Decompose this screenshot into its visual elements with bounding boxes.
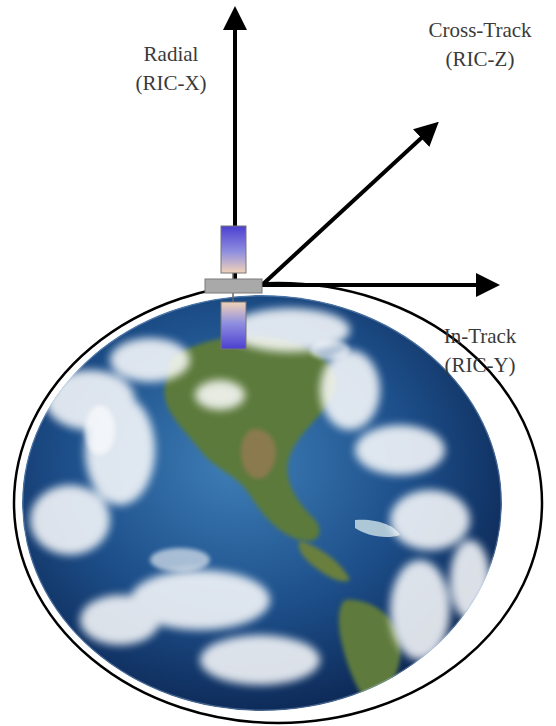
in-track-axis-arrow [262, 283, 488, 287]
axis-label-box: Cross-Track (RIC-Z) [414, 16, 546, 74]
axis-label-box: In-Track (RIC-Y) [428, 322, 532, 380]
cross-track-axis-arrow [262, 130, 430, 285]
axis-label: Cross-Track (RIC-Z) [414, 16, 546, 74]
axis-label: In-Track (RIC-Y) [428, 322, 532, 380]
axis-label-box: Radial (RIC-X) [129, 40, 213, 98]
satellite-symbol [205, 226, 262, 349]
orbit-ring [14, 283, 542, 723]
earth-globe [22, 295, 502, 711]
axis-label: Radial (RIC-X) [129, 40, 213, 98]
